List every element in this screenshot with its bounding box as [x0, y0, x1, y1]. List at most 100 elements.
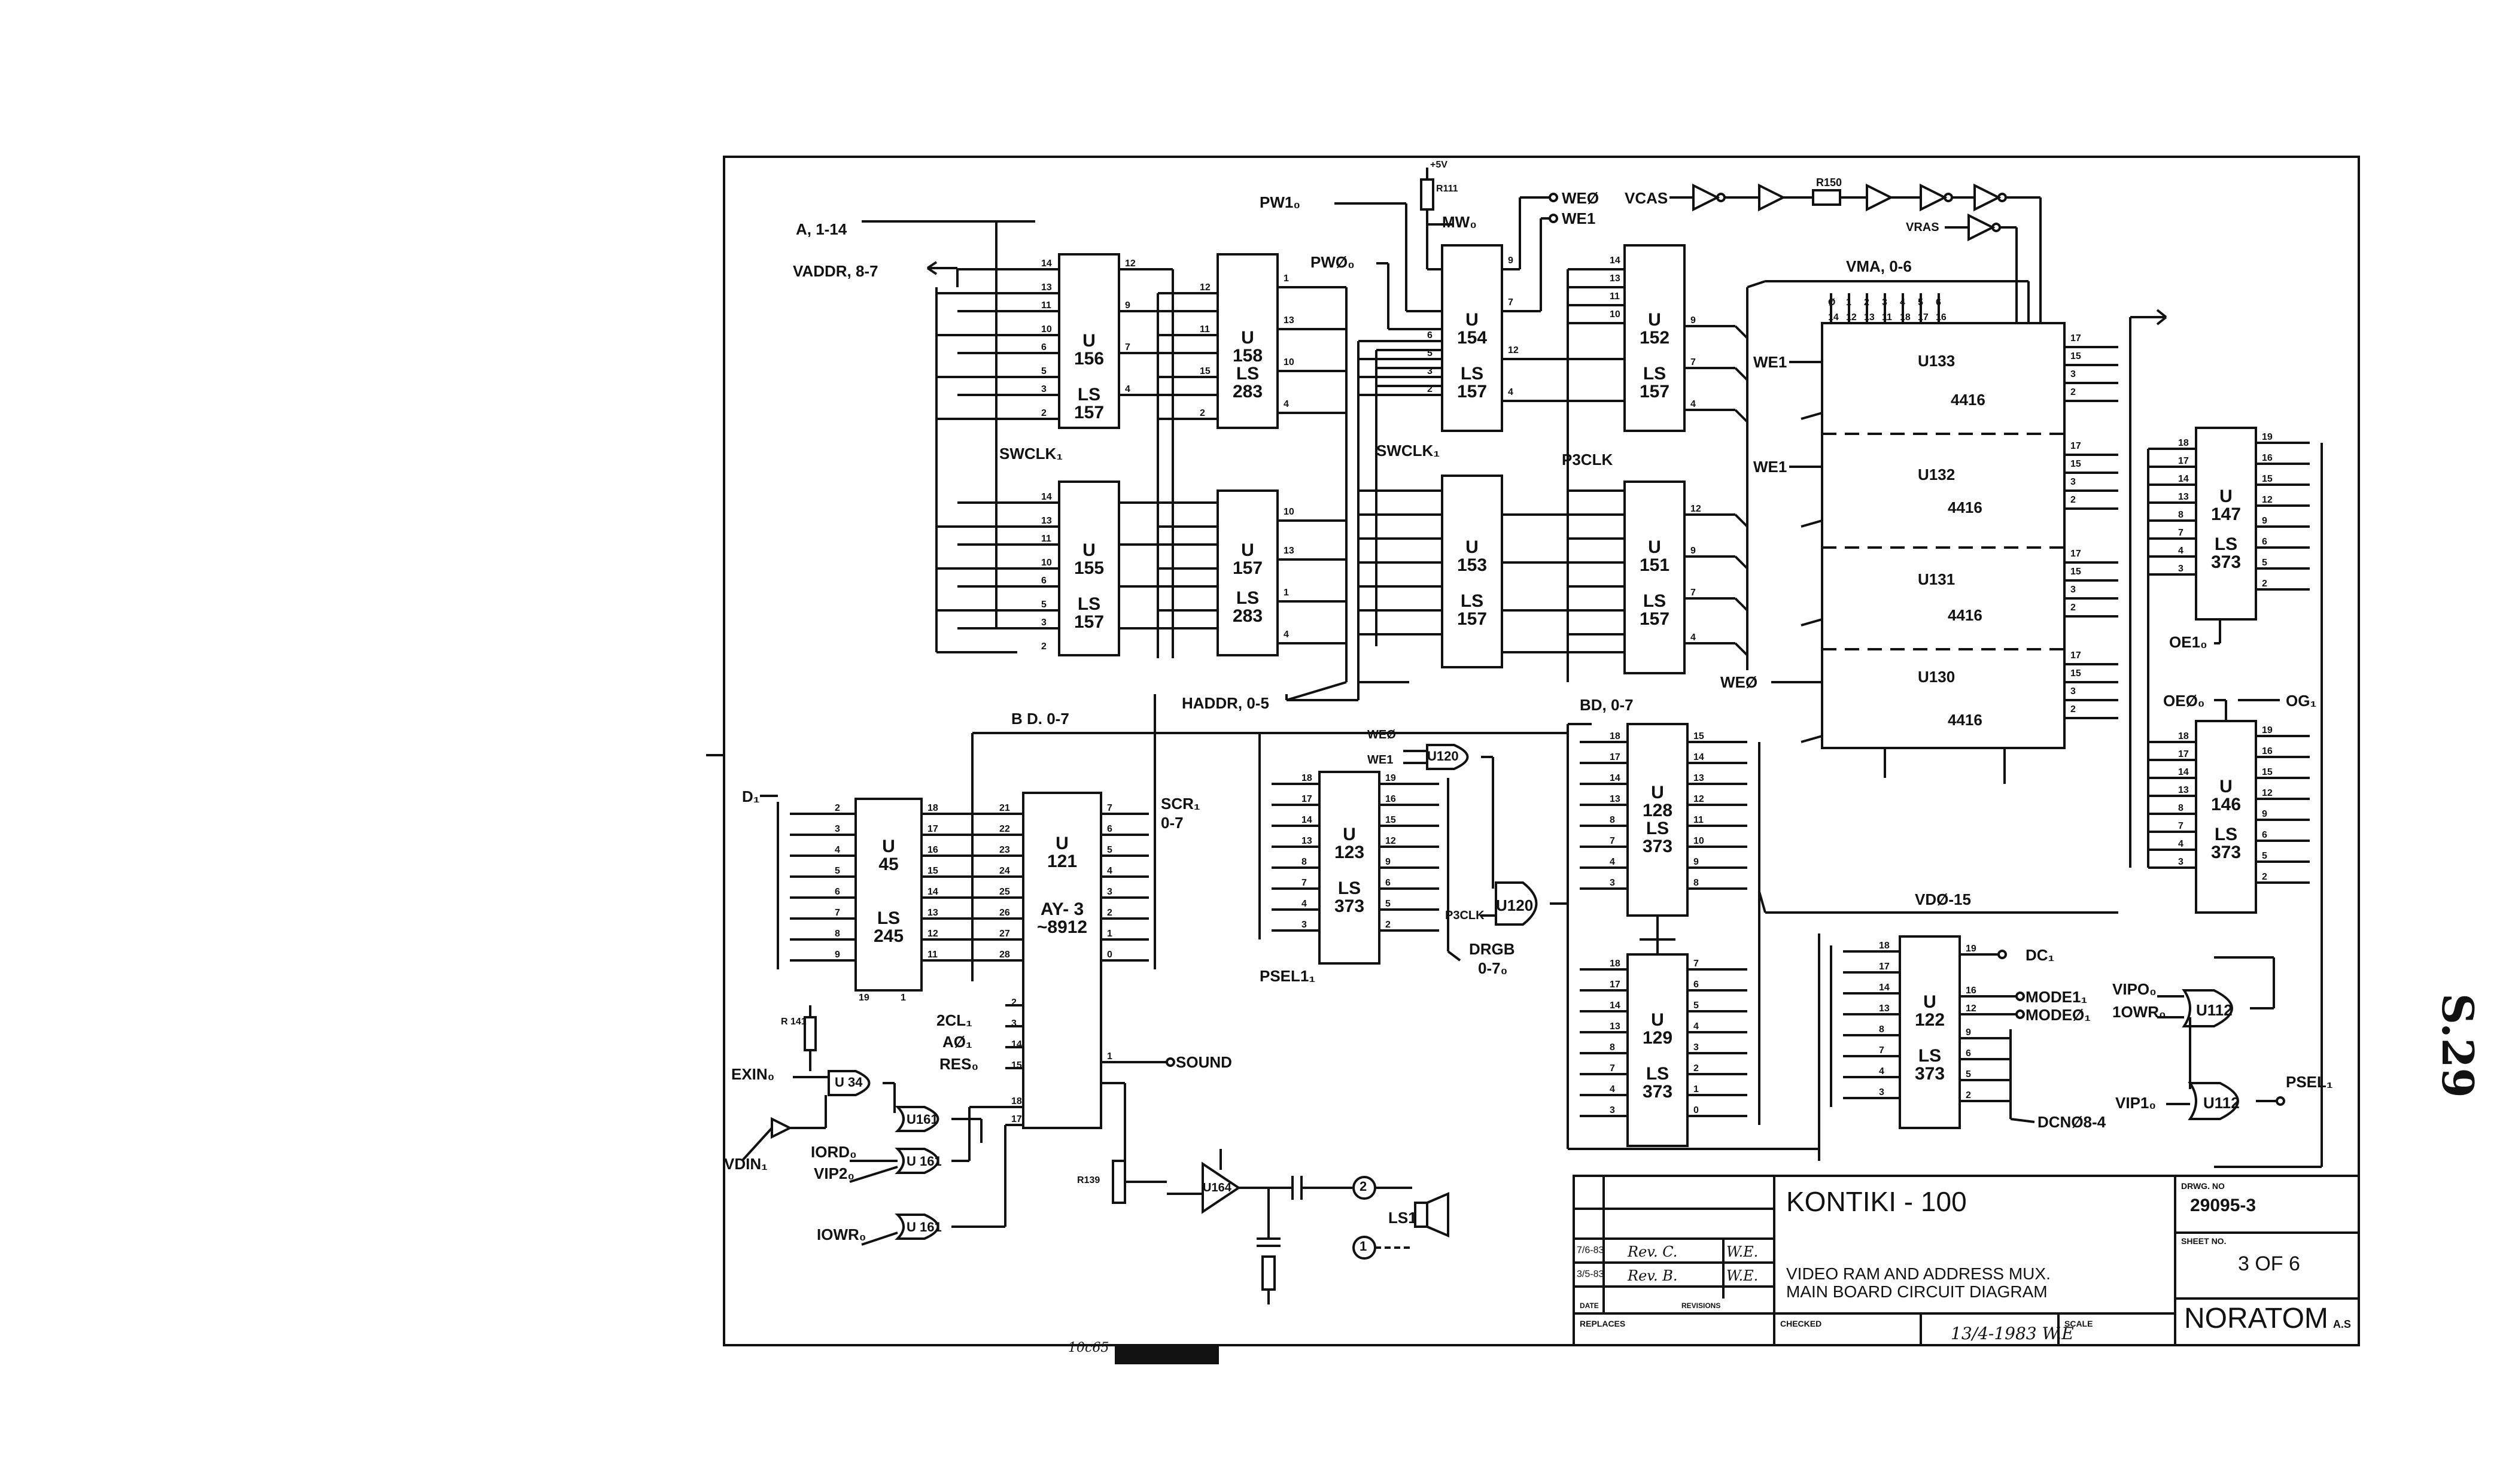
chip-line: 157 — [1456, 609, 1488, 629]
svg-text:18: 18 — [2178, 731, 2189, 741]
svg-text:5: 5 — [2262, 558, 2267, 568]
mid-to-right-wires — [1502, 268, 1625, 682]
svg-text:0: 0 — [1107, 950, 1112, 960]
svg-text:2: 2 — [2070, 603, 2076, 613]
svg-text:16: 16 — [2262, 746, 2273, 756]
chip-u155 — [1058, 481, 1120, 656]
net-we1-top: WE1 — [1562, 209, 1596, 227]
net-vd015: VDØ-15 — [1915, 890, 1971, 908]
chip-line: 152 — [1639, 328, 1670, 348]
chip-line: U — [1648, 537, 1661, 557]
svg-text:15: 15 — [2262, 767, 2273, 777]
svg-text:8: 8 — [1610, 815, 1615, 825]
svg-text:25: 25 — [999, 887, 1010, 897]
net-swclk1: SWCLK₁ — [999, 445, 1063, 463]
svg-text:12: 12 — [2262, 495, 2273, 505]
chip-line: U — [1651, 783, 1664, 802]
chip-line: U — [2219, 486, 2233, 506]
svg-text:6: 6 — [2262, 537, 2267, 547]
title-line2: MAIN BOARD CIRCUIT DIAGRAM — [1786, 1282, 2048, 1301]
net-vras: VRAS — [1906, 221, 1939, 234]
net-res: RES₀ — [939, 1055, 979, 1073]
svg-text:6: 6 — [1385, 878, 1391, 888]
ram-u133-name: U133 — [1918, 352, 1956, 370]
net-a0: AØ₁ — [942, 1033, 972, 1051]
svg-text:14: 14 — [1879, 983, 1890, 993]
svg-text:15: 15 — [1693, 731, 1704, 741]
svg-text:3: 3 — [2178, 857, 2183, 867]
drwg-no-label: DRWG. NO — [2181, 1181, 2225, 1191]
drawing-frame — [723, 156, 2360, 1346]
svg-text:18: 18 — [1610, 731, 1620, 741]
svg-text:2: 2 — [2070, 387, 2076, 397]
svg-text:13: 13 — [1041, 516, 1052, 526]
svg-text:3: 3 — [1882, 297, 1887, 308]
svg-text:7: 7 — [1125, 342, 1130, 352]
svg-text:17: 17 — [927, 824, 938, 834]
svg-text:8: 8 — [1693, 878, 1699, 888]
net-u112b: U112 — [2203, 1094, 2240, 1112]
svg-text:4: 4 — [1284, 630, 1289, 640]
chip-line: LS — [1646, 819, 1669, 838]
chip-line: 157 — [1073, 612, 1105, 632]
svg-text:12: 12 — [1693, 794, 1704, 804]
svg-text:3: 3 — [835, 824, 840, 834]
date-label: DATE — [1580, 1301, 1599, 1310]
svg-text:11: 11 — [1200, 324, 1210, 334]
ram-block — [1821, 322, 2066, 749]
ram-u131-part: 4416 — [1948, 606, 1982, 624]
chip-u147 — [2195, 427, 2257, 621]
svg-text:1: 1 — [1846, 297, 1851, 308]
svg-text:3: 3 — [2178, 564, 2183, 574]
net-drgb: DRGB — [1469, 940, 1515, 958]
net-u161b: U 161 — [907, 1154, 942, 1169]
chip-line: 151 — [1639, 555, 1670, 575]
svg-text:15: 15 — [927, 866, 938, 876]
svg-text:14: 14 — [1610, 1001, 1620, 1011]
svg-text:6: 6 — [1041, 576, 1047, 586]
net-u120a: U120 — [1427, 749, 1459, 764]
svg-text:17: 17 — [2070, 441, 2081, 451]
svg-text:19: 19 — [859, 993, 869, 1003]
chip-line: ~8912 — [1036, 917, 1088, 937]
svg-text:17: 17 — [1918, 312, 1929, 323]
replaces-label: REPLACES — [1580, 1319, 1626, 1328]
net-u161c: U 161 — [907, 1220, 942, 1234]
svg-text:12: 12 — [1690, 504, 1701, 514]
svg-text:4: 4 — [1693, 1021, 1699, 1032]
svg-text:15: 15 — [1200, 366, 1211, 376]
svg-text:13: 13 — [1301, 836, 1312, 846]
svg-text:13: 13 — [927, 908, 938, 918]
svg-text:6: 6 — [1966, 1048, 1971, 1059]
net-swclk2: SWCLK₁ — [1376, 442, 1440, 460]
svg-text:13: 13 — [1864, 312, 1875, 323]
redaction-bar — [1115, 1344, 1219, 1364]
svg-text:13: 13 — [1041, 282, 1052, 293]
chip-line: LS — [1236, 364, 1260, 384]
svg-text:18: 18 — [1301, 773, 1312, 783]
svg-text:3: 3 — [1693, 1042, 1699, 1053]
svg-text:6: 6 — [1107, 824, 1112, 834]
svg-text:14: 14 — [1041, 492, 1052, 502]
svg-text:7: 7 — [835, 908, 840, 918]
svg-text:14: 14 — [2178, 767, 2189, 777]
svg-text:7: 7 — [1508, 297, 1513, 308]
mux-input-wires — [936, 221, 1059, 630]
svg-text:17: 17 — [2070, 549, 2081, 559]
svg-text:16: 16 — [1966, 986, 1976, 996]
svg-text:12: 12 — [1508, 345, 1519, 355]
svg-text:14: 14 — [1610, 773, 1620, 783]
svg-text:18: 18 — [927, 803, 938, 813]
net-pw0: PWØ₀ — [1310, 253, 1355, 271]
svg-text:12: 12 — [1846, 312, 1857, 323]
net-2cl: 2CL₁ — [936, 1011, 972, 1029]
svg-text:14: 14 — [927, 887, 938, 897]
svg-text:3: 3 — [2070, 369, 2076, 379]
